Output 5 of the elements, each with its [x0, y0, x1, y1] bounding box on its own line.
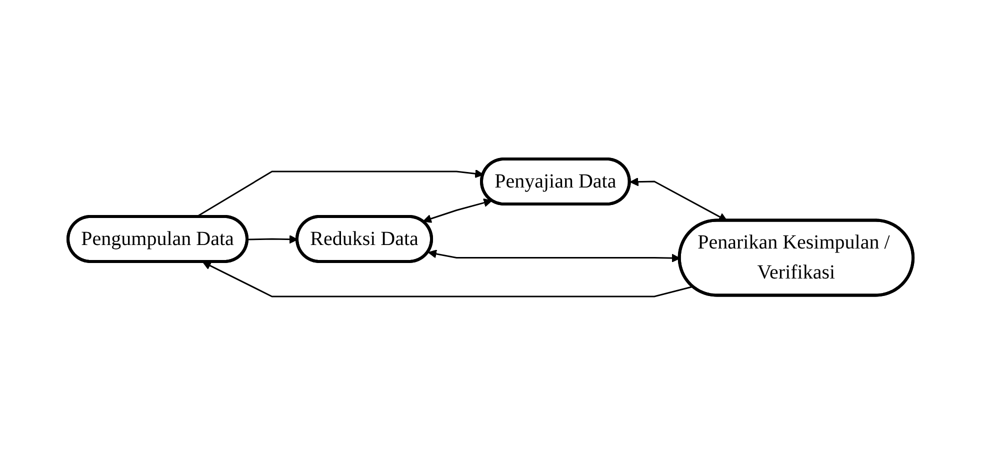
arrow — [202, 261, 693, 297]
arrow — [428, 249, 680, 262]
arrow — [247, 234, 298, 244]
arrow — [422, 198, 492, 223]
arrow — [630, 177, 728, 221]
